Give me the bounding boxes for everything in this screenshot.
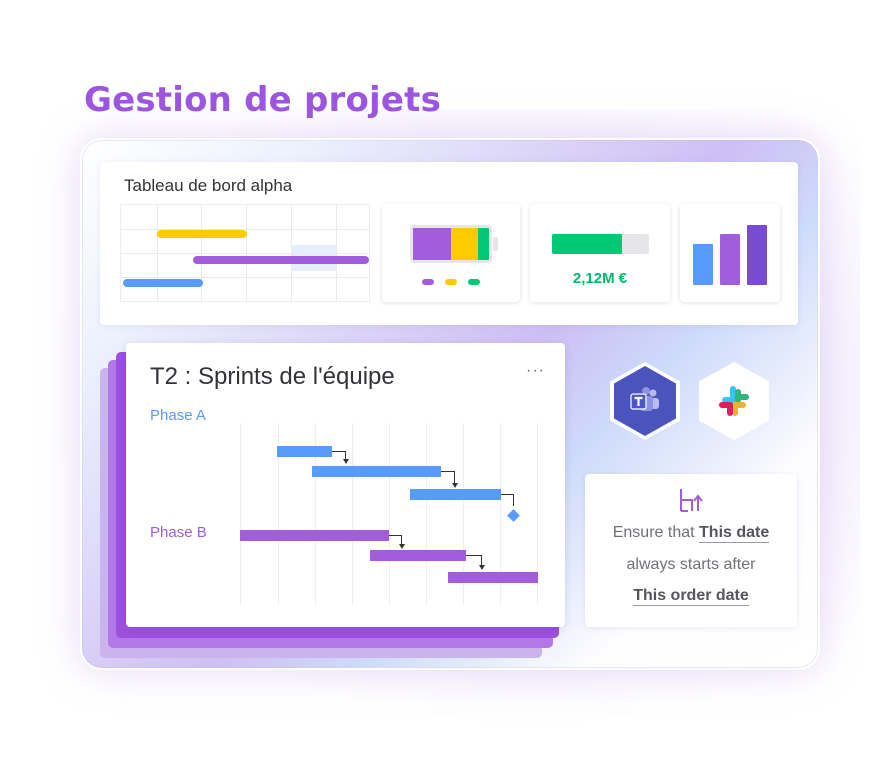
gantt-bar[interactable] (312, 466, 441, 477)
grid-line (278, 423, 279, 605)
dependency-line (389, 535, 401, 536)
progress-bar (552, 234, 649, 254)
metric-value: 2,12M € (572, 270, 628, 287)
gantt-bar[interactable] (277, 446, 332, 457)
dependency-line (481, 555, 482, 567)
info-prefix: Ensure that (612, 524, 700, 541)
gantt-bar[interactable] (370, 550, 466, 561)
phase-a-label: Phase A (150, 407, 206, 424)
teams-hex (614, 366, 676, 436)
phase-b-label: Phase B (150, 524, 207, 541)
dependency-line (454, 471, 455, 484)
grid-line (352, 423, 353, 605)
grid-line (463, 423, 464, 605)
slack-hex (703, 366, 765, 436)
dependency-info-card: Ensure that This date always starts afte… (585, 474, 797, 627)
battery-segment (413, 228, 451, 260)
info-line-1: Ensure that This date (585, 524, 797, 543)
grid-line (121, 229, 369, 230)
dependency-line (513, 494, 514, 506)
sprint-title: T2 : Sprints de l'équipe (150, 363, 395, 390)
battery-widget[interactable] (382, 204, 520, 302)
dashboard-title: Tableau de bord alpha (124, 176, 293, 195)
teams-logo-icon (630, 387, 659, 411)
mini-gantt-bar (193, 256, 369, 264)
gantt-bar[interactable] (410, 489, 501, 500)
numbers-widget[interactable]: 2,12M € (530, 204, 670, 302)
dependency-line (501, 494, 513, 495)
kpi-bar (747, 225, 767, 285)
dependency-line (466, 555, 481, 556)
progress-fill (552, 234, 622, 254)
slack-logo-icon (719, 386, 749, 416)
legend-dot (468, 279, 480, 285)
this-order-date-link[interactable]: This order date (633, 587, 749, 606)
this-date-link[interactable]: This date (699, 524, 770, 543)
gantt-bar[interactable] (448, 572, 538, 583)
milestone-icon[interactable] (507, 509, 520, 522)
grid-line (500, 423, 501, 605)
dependency-arrow-icon (478, 565, 485, 570)
microsoft-teams-icon[interactable] (610, 362, 680, 440)
bar-chart-widget[interactable] (680, 204, 780, 302)
kpi-bar (693, 244, 713, 285)
sprint-gantt-card[interactable]: T2 : Sprints de l'équipe ··· Phase A Pha… (126, 343, 565, 627)
dependency-line (345, 451, 346, 461)
grid-line (389, 423, 390, 605)
dependency-arrow-icon (398, 544, 405, 549)
battery-chart (410, 225, 492, 263)
dependency-line (401, 535, 402, 546)
page-title: Gestion de projets (84, 80, 442, 120)
slack-icon[interactable] (699, 362, 769, 440)
dependency-icon (680, 489, 703, 512)
dependency-line (332, 451, 345, 452)
grid-line (426, 423, 427, 605)
info-line-3: This order date (585, 587, 797, 606)
legend-dot (422, 279, 434, 285)
dependency-arrow-icon (451, 483, 458, 488)
info-line-2: always starts after (626, 556, 756, 573)
mini-gantt-bar (123, 279, 203, 287)
battery-tip (493, 237, 498, 251)
legend-dot (445, 279, 457, 285)
battery-segment (477, 228, 489, 260)
dashboard-card[interactable]: Tableau de bord alpha 2,12M € (100, 162, 798, 325)
grid-line (240, 423, 241, 605)
grid-line (537, 423, 538, 605)
mini-gantt-widget[interactable] (120, 204, 370, 302)
gantt-bar[interactable] (240, 530, 389, 541)
battery-segment (451, 228, 478, 260)
grid-line (121, 277, 369, 278)
dependency-arrow-icon (342, 459, 349, 464)
dependency-line (441, 471, 454, 472)
grid-line (121, 253, 369, 254)
kpi-bar (720, 234, 740, 285)
grid-line (315, 423, 316, 605)
more-menu-icon[interactable]: ··· (526, 362, 545, 379)
mini-gantt-bar (157, 230, 247, 238)
